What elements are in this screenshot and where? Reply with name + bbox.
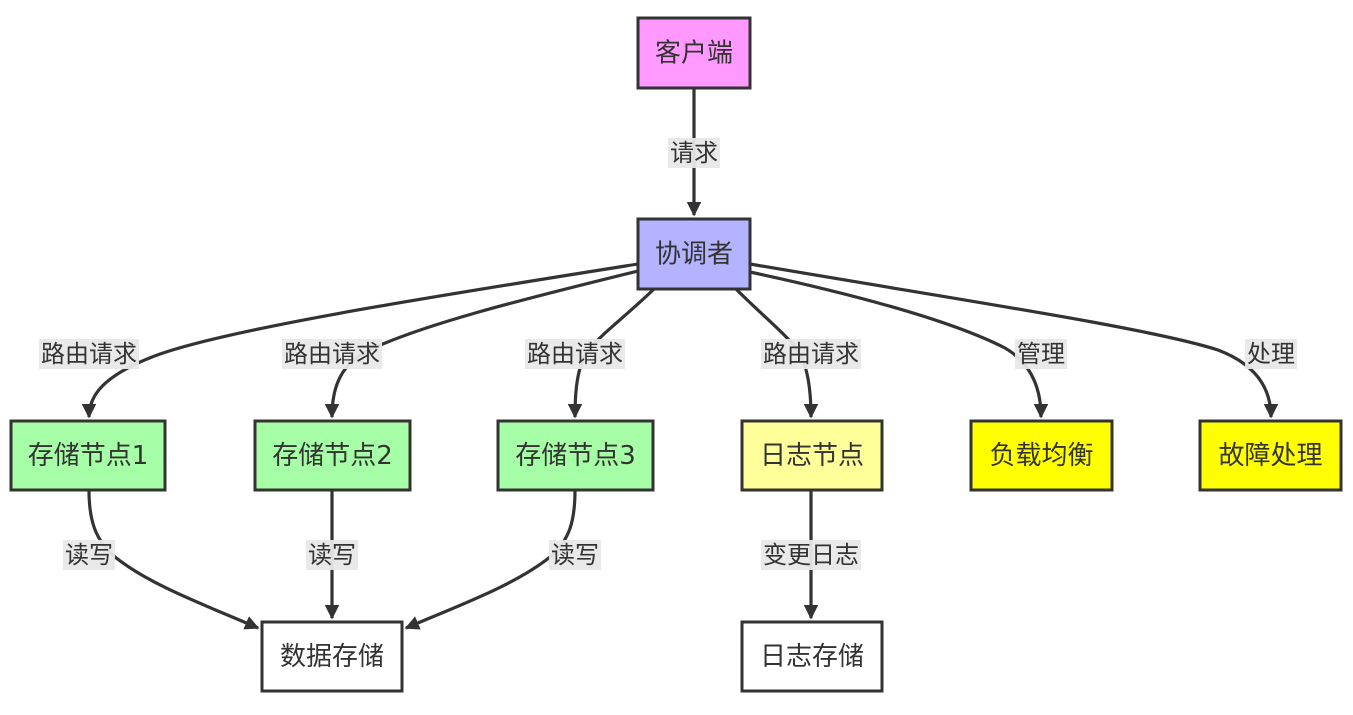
node-label: 存储节点1 [28, 441, 149, 471]
edge-label-coordinator-to-failover: 处理 [1245, 339, 1297, 369]
edge-label-background [306, 540, 358, 570]
edge-label-background [63, 540, 115, 570]
node-failover: 故障处理 [1198, 419, 1343, 492]
edge-label-client-to-coordinator: 请求 [668, 138, 720, 168]
edge-label-text: 变更日志 [763, 541, 859, 569]
edge-label-background [525, 339, 625, 369]
edge-label-background [668, 138, 720, 168]
edge-label-text: 路由请求 [284, 340, 380, 368]
edge-label-background [549, 540, 601, 570]
edge-coordinator-to-loadbalance [749, 270, 1049, 419]
node-label: 日志存储 [760, 642, 864, 672]
node-box [9, 419, 167, 492]
edge-storage1-to-datastore [87, 489, 260, 630]
edge-label-coordinator-to-storage2: 路由请求 [282, 339, 382, 369]
node-storage1: 存储节点1 [9, 419, 167, 492]
edge-label-text: 请求 [670, 139, 718, 167]
edge-label-coordinator-to-lognode: 路由请求 [761, 339, 861, 369]
edge-label-background [761, 540, 861, 570]
edge-label-storage1-to-datastore: 读写 [63, 540, 115, 570]
node-lognode: 日志节点 [740, 419, 884, 492]
node-box [636, 16, 752, 90]
edge-label-storage3-to-datastore: 读写 [549, 540, 601, 570]
node-box [636, 217, 752, 291]
edge-coordinator-to-storage2 [324, 269, 639, 419]
edge-label-text: 路由请求 [41, 340, 137, 368]
edge-label-background [1015, 339, 1067, 369]
node-box [496, 419, 655, 492]
node-coordinator: 协调者 [636, 217, 752, 291]
edge-label-text: 读写 [308, 541, 356, 569]
node-client: 客户端 [636, 16, 752, 90]
edge-label-text: 读写 [551, 541, 599, 569]
node-datastore: 数据存储 [260, 620, 404, 693]
node-label: 协调者 [655, 240, 733, 270]
edge-label-background [1245, 339, 1297, 369]
edge-label-text: 处理 [1247, 340, 1295, 368]
node-box [1198, 419, 1343, 492]
node-storage2: 存储节点2 [253, 419, 412, 492]
node-label: 客户端 [655, 39, 733, 69]
edge-label-background [39, 339, 139, 369]
node-box [969, 419, 1114, 492]
edge-label-coordinator-to-storage1: 路由请求 [39, 339, 139, 369]
node-label: 故障处理 [1218, 441, 1322, 471]
node-label: 负载均衡 [989, 441, 1093, 471]
edge-coordinator-to-storage1 [81, 262, 639, 419]
node-box [260, 620, 404, 693]
edge-coordinator-to-failover [749, 262, 1279, 419]
node-label: 存储节点2 [272, 441, 393, 471]
edge-label-coordinator-to-storage3: 路由请求 [525, 339, 625, 369]
edges-layer [81, 88, 1279, 630]
node-label: 日志节点 [760, 441, 864, 471]
edge-label-lognode-to-logstore: 变更日志 [761, 540, 861, 570]
edge-label-text: 读写 [65, 541, 113, 569]
edge-label-storage2-to-datastore: 读写 [306, 540, 358, 570]
node-loadbalance: 负载均衡 [969, 419, 1114, 492]
edge-storage3-to-datastore [404, 489, 577, 630]
edge-label-text: 路由请求 [527, 340, 623, 368]
node-box [740, 620, 884, 693]
node-box [740, 419, 884, 492]
edge-label-background [761, 339, 861, 369]
node-storage3: 存储节点3 [496, 419, 655, 492]
edge-label-coordinator-to-loadbalance: 管理 [1015, 339, 1067, 369]
node-label: 数据存储 [280, 642, 384, 672]
node-label: 存储节点3 [515, 441, 636, 471]
edge-label-text: 管理 [1017, 340, 1065, 368]
node-logstore: 日志存储 [740, 620, 884, 693]
node-box [253, 419, 412, 492]
edge-label-text: 路由请求 [763, 340, 859, 368]
edge-label-background [282, 339, 382, 369]
